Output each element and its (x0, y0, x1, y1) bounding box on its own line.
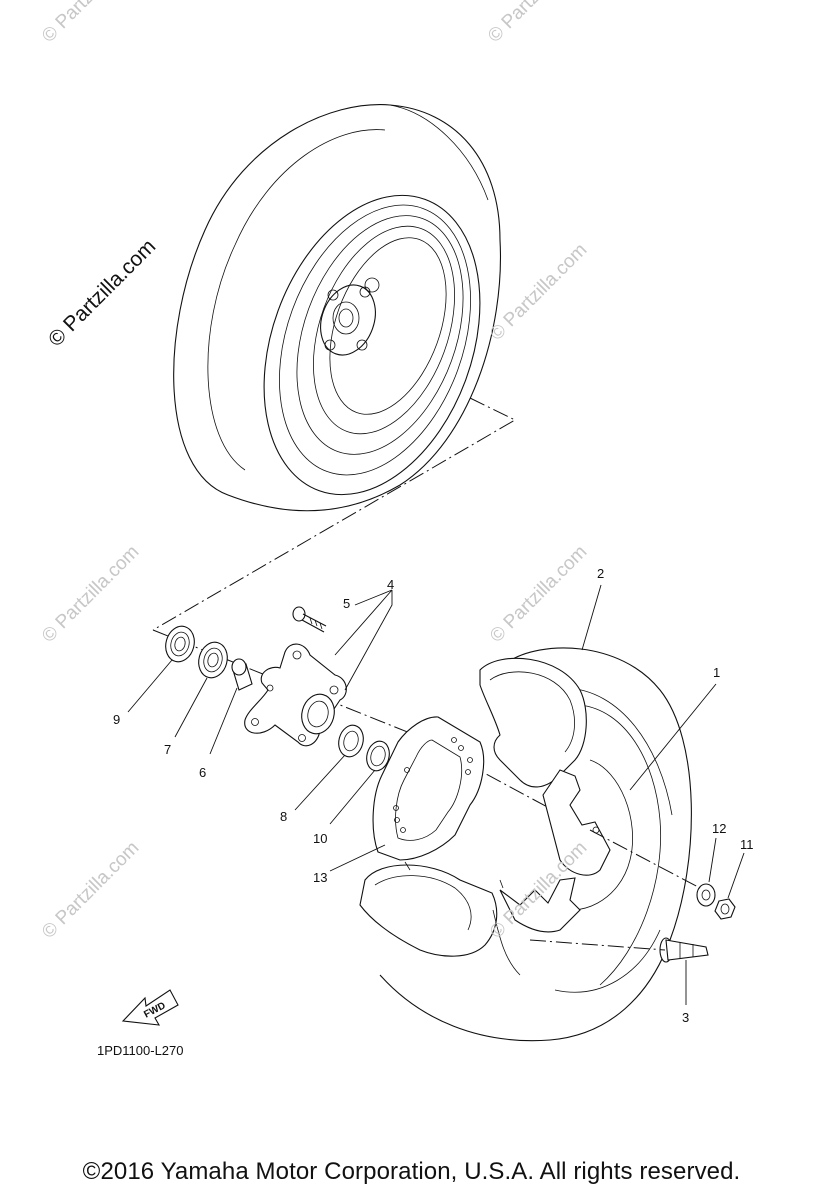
assembly-connector-line (152, 397, 517, 631)
callout-6: 6 (199, 765, 207, 780)
callout-11: 11 (740, 837, 754, 852)
callout-3: 3 (682, 1010, 690, 1025)
callout-10: 10 (313, 831, 328, 846)
part-4-hub (244, 643, 347, 747)
part-7-bearing (198, 641, 228, 679)
callout-leaders (127, 584, 745, 1005)
callout-4: 4 (387, 577, 395, 592)
callout-12: 12 (712, 821, 727, 836)
callout-1: 1 (713, 665, 721, 680)
callout-9: 9 (113, 712, 121, 727)
part-1-rim-upper (479, 657, 633, 911)
callout-8: 8 (280, 809, 288, 824)
part-6-spacer (231, 658, 253, 691)
part-12-washer (696, 883, 716, 907)
fwd-arrow-icon: FWD (121, 989, 179, 1026)
part-9-bearing (165, 625, 195, 663)
part-11-nut (714, 898, 736, 920)
part-2-tire (379, 647, 692, 1042)
callout-2: 2 (597, 566, 605, 581)
part-13-plate (372, 716, 485, 861)
part-3-valve (659, 937, 709, 963)
assembled-wheel (173, 104, 502, 512)
callout-13: 13 (313, 870, 328, 885)
part-5-bolt (292, 606, 327, 633)
callout-5: 5 (343, 596, 351, 611)
copyright-notice: ©2016 Yamaha Motor Corporation, U.S.A. A… (82, 1158, 741, 1185)
callout-7: 7 (164, 742, 172, 757)
part-8-bearing (338, 724, 364, 758)
part-1-rim-lower (359, 861, 581, 976)
diagram-code: 1PD1100-L270 (97, 1043, 184, 1058)
